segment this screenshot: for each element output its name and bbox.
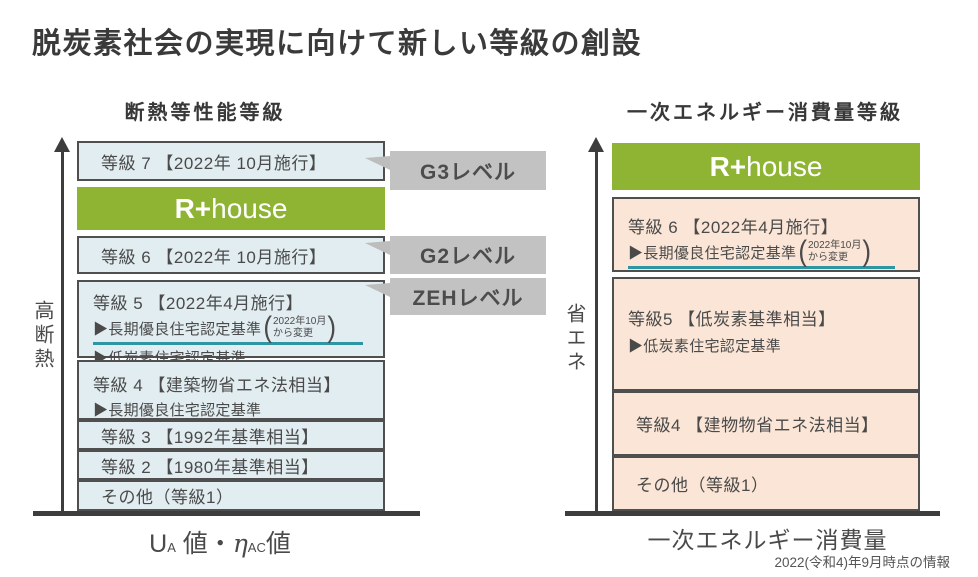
ua-symbol: U <box>149 530 168 558</box>
left-grade5-paren-line2: から変更 <box>272 328 313 339</box>
paren-close: ) <box>862 233 872 269</box>
right-grade5-label: 等級5 【低炭素基準相当】 <box>628 310 836 329</box>
left-grade5-label: 等級 5 【2022年4月施行】 <box>93 294 304 313</box>
eta-subscript: AC <box>247 540 266 555</box>
eta-symbol: η <box>232 529 248 558</box>
left-chart-title: 断熱等性能等級 <box>124 102 286 124</box>
callout-g3-level: G3レベル <box>365 151 546 190</box>
right-y-axis-arrow-icon <box>588 137 604 152</box>
left-x-axis-baseline <box>33 511 420 516</box>
right-x-axis-label: 一次エネルギー消費量 <box>647 527 888 553</box>
left-grade1-box: その他（等級1） <box>77 480 385 511</box>
brand-logo-rest: house <box>211 192 288 224</box>
left-grade1-label: その他（等級1） <box>101 488 234 507</box>
left-x-axis-label: UA 値・ηAC値 <box>80 524 360 560</box>
left-y-axis-label: 高断熱 <box>31 300 53 372</box>
left-grade4-label: 等級 4 【建築物省エネ法相当】 <box>93 376 341 395</box>
right-grade5-box: 等級5 【低炭素基準相当】 ▶低炭素住宅認定基準 <box>612 277 920 391</box>
left-grade3-label: 等級 3 【1992年基準相当】 <box>101 427 319 447</box>
left-grade7-box: 等級 7 【2022年 10月施行】 <box>77 141 385 181</box>
left-grade5-paren-note: ( 2022年10月 から変更 ) <box>263 309 337 345</box>
left-grade5-underline <box>93 342 363 345</box>
left-grade5-paren-line1: 2022年10月 <box>272 316 327 327</box>
right-grade6-paren-line1: 2022年10月 <box>807 240 862 251</box>
left-grade7-label: 等級 7 【2022年 10月施行】 <box>101 153 327 173</box>
paren-open: ( <box>798 233 807 269</box>
left-y-axis-arrow-icon <box>54 137 70 152</box>
callout-g2-label: G2レベル <box>419 245 516 268</box>
right-x-axis-baseline <box>565 511 940 516</box>
right-chart-title: 一次エネルギー消費量等級 <box>627 102 903 124</box>
right-grade6-bullet1: ▶長期優良住宅認定基準 <box>628 244 797 262</box>
right-brand-box: R+house <box>612 143 920 190</box>
footnote-date-note: 2022(令和4)年9月時点の情報 <box>774 555 950 570</box>
ua-subscript: A <box>167 540 176 555</box>
left-grade4-box: 等級 4 【建築物省エネ法相当】 ▶長期優良住宅認定基準 <box>77 360 385 420</box>
left-grade2-label: 等級 2 【1980年基準相当】 <box>101 457 319 477</box>
callout-zeh-level: ZEHレベル <box>365 278 546 315</box>
left-grade3-box: 等級 3 【1992年基準相当】 <box>77 420 385 450</box>
left-grade2-box: 等級 2 【1980年基準相当】 <box>77 450 385 480</box>
right-grade6-bullet1-row: ▶長期優良住宅認定基準 ( 2022年10月 から変更 ) <box>628 233 906 269</box>
left-grade5-bullet1: ▶長期優良住宅認定基準 <box>93 320 262 338</box>
right-grade1-box: その他（等級1） <box>612 456 920 511</box>
right-grade6-paren-note: ( 2022年10月 から変更 ) <box>798 233 872 269</box>
left-grade6-label: 等級 6 【2022年 10月施行】 <box>101 247 327 267</box>
left-y-axis-line <box>61 150 64 512</box>
right-grade6-paren-line2: から変更 <box>807 252 848 263</box>
right-grade4-box: 等級4 【建物物省エネ法相当】 <box>612 391 920 456</box>
right-grade1-label: その他（等級1） <box>636 476 769 495</box>
brand-logo-rest: house <box>746 150 823 182</box>
right-grade6-label: 等級 6 【2022年4月施行】 <box>628 218 839 237</box>
right-grade4-label: 等級4 【建物物省エネ法相当】 <box>636 416 879 435</box>
brand-logo-bold: R+ <box>174 192 212 224</box>
callout-g3-label: G3レベル <box>419 160 516 184</box>
left-brand-box: R+house <box>77 187 385 230</box>
page-title: 脱炭素社会の実現に向けて新しい等級の創設 <box>32 28 643 60</box>
callout-g2-level: G2レベル <box>365 236 546 274</box>
left-grade5-bullet1-row: ▶長期優良住宅認定基準 ( 2022年10月 から変更 ) <box>93 309 371 345</box>
x-label-mid: 値・ <box>175 530 233 558</box>
right-grade5-bullet1: ▶低炭素住宅認定基準 <box>628 338 782 355</box>
left-grade4-bullet1: ▶長期優良住宅認定基準 <box>93 402 262 419</box>
brand-logo-bold: R+ <box>709 150 747 182</box>
right-y-axis-label: 省エネ <box>563 303 585 375</box>
right-y-axis-line <box>595 150 598 512</box>
paren-open: ( <box>263 309 272 345</box>
left-grade6-box: 等級 6 【2022年 10月施行】 <box>77 236 385 274</box>
left-grade5-box: 等級 5 【2022年4月施行】 ▶長期優良住宅認定基準 ( 2022年10月 … <box>77 280 385 367</box>
callout-zeh-label: ZEHレベル <box>412 286 524 310</box>
x-label-suffix: 値 <box>265 530 291 558</box>
right-grade6-box: 等級 6 【2022年4月施行】 ▶長期優良住宅認定基準 ( 2022年10月 … <box>612 197 920 272</box>
paren-close: ) <box>327 309 337 345</box>
right-grade6-underline <box>628 266 895 269</box>
